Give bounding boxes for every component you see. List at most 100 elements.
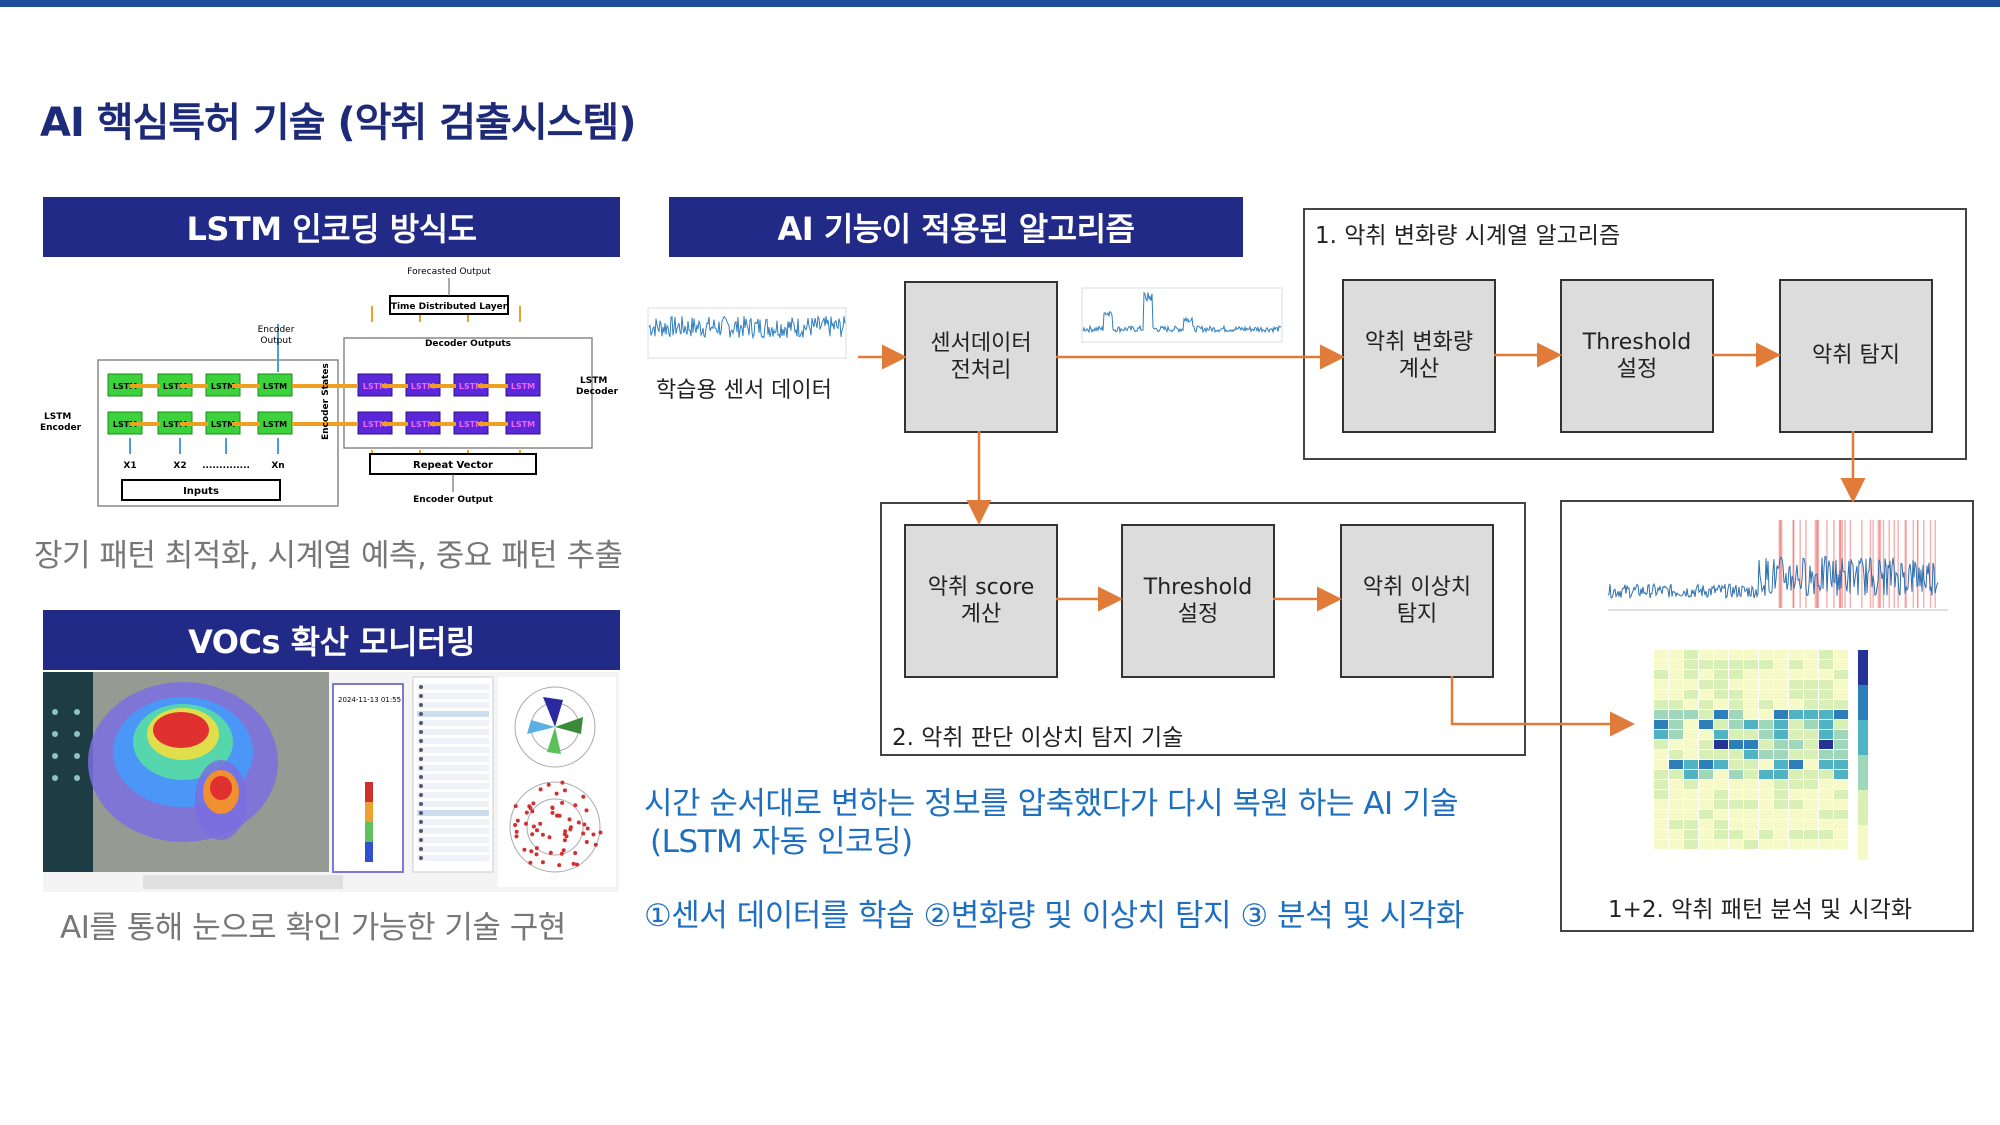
polar-scatter-point bbox=[559, 851, 564, 856]
heatmap-cell bbox=[1669, 830, 1683, 839]
polar-scatter-point bbox=[540, 832, 545, 837]
heatmap-cell bbox=[1819, 720, 1833, 729]
anomaly-band bbox=[1838, 520, 1841, 608]
polar-scatter-point bbox=[562, 838, 567, 843]
heatmap-cell bbox=[1714, 680, 1728, 689]
heatmap-cell bbox=[1819, 770, 1833, 779]
heatmap-cell bbox=[1699, 730, 1713, 739]
polar-scatter-point bbox=[546, 782, 551, 787]
polar-scatter-point bbox=[550, 805, 555, 810]
anomaly-band bbox=[1893, 520, 1896, 608]
heatmap-cell bbox=[1714, 720, 1728, 729]
heatmap-cell bbox=[1669, 700, 1683, 709]
heatmap-cell bbox=[1669, 670, 1683, 679]
heatmap-cell bbox=[1684, 760, 1698, 769]
heatmap-cell bbox=[1789, 720, 1803, 729]
inputs-label: Inputs bbox=[183, 486, 219, 497]
heatmap-cell bbox=[1744, 800, 1758, 809]
heatmap-cell bbox=[1714, 690, 1728, 699]
heatmap-cell bbox=[1819, 730, 1833, 739]
g1-box2-line2: 설정 bbox=[1616, 357, 1658, 382]
vocs-list-row-dot bbox=[419, 775, 423, 779]
lstm-decoder-label-2: Decoder bbox=[576, 387, 619, 397]
anomaly-band bbox=[1826, 520, 1828, 608]
heatmap-cell bbox=[1804, 760, 1818, 769]
vocs-list-row-dot bbox=[419, 694, 423, 698]
polar-scatter-point bbox=[557, 863, 562, 868]
heatmap-cell bbox=[1759, 710, 1773, 719]
anomaly-band bbox=[1872, 520, 1874, 608]
encoder-lstm-cell-label: LSTM bbox=[113, 382, 137, 391]
vocs-list-row bbox=[417, 774, 489, 780]
heatmap-cell bbox=[1774, 760, 1788, 769]
heatmap-cell bbox=[1834, 650, 1848, 659]
heatmap-cell bbox=[1759, 760, 1773, 769]
heatmap-cell bbox=[1804, 830, 1818, 839]
anomaly-band bbox=[1799, 520, 1801, 608]
heatmap-cell bbox=[1744, 750, 1758, 759]
heatmap-cell bbox=[1729, 700, 1743, 709]
g2-box1-line2: 계산 bbox=[960, 602, 1002, 627]
heatmap-cell bbox=[1714, 760, 1728, 769]
heatmap-cell bbox=[1819, 820, 1833, 829]
lstm-caption: 장기 패턴 최적화, 시계열 예측, 중요 패턴 추출 bbox=[34, 538, 623, 574]
polar-scatter-point bbox=[524, 810, 529, 815]
heatmap-cell bbox=[1699, 830, 1713, 839]
heatmap-cell bbox=[1729, 800, 1743, 809]
heatmap-cell bbox=[1774, 810, 1788, 819]
heatmap-cell bbox=[1774, 800, 1788, 809]
heatmap-cell bbox=[1654, 720, 1668, 729]
heatmap-cell bbox=[1759, 650, 1773, 659]
group1-title: 1. 악취 변화량 시계열 알고리즘 bbox=[1315, 223, 1621, 249]
heatmap-cell bbox=[1714, 840, 1728, 849]
heatmap-cell bbox=[1684, 830, 1698, 839]
heatmap-cell bbox=[1699, 760, 1713, 769]
heatmap-cell bbox=[1669, 720, 1683, 729]
heatmap-cell bbox=[1759, 680, 1773, 689]
heatmap-cell bbox=[1699, 710, 1713, 719]
heatmap-cell bbox=[1789, 670, 1803, 679]
heatmap-cell bbox=[1714, 670, 1728, 679]
decoder-lstm-cell-label: LSTM bbox=[363, 420, 387, 429]
heatmap-cell bbox=[1714, 750, 1728, 759]
vocs-list-row bbox=[417, 720, 489, 726]
heatmap-cell bbox=[1819, 840, 1833, 849]
heatmap-cell bbox=[1774, 650, 1788, 659]
polar-scatter-point bbox=[562, 832, 567, 837]
anomaly-band bbox=[1816, 520, 1818, 608]
heatmap-cell bbox=[1834, 820, 1848, 829]
heatmap-cell bbox=[1669, 690, 1683, 699]
heatmap-cell bbox=[1774, 720, 1788, 729]
lstm-encoder-label: LSTM bbox=[44, 412, 71, 422]
heatmap-cell bbox=[1819, 670, 1833, 679]
heatmap-cell bbox=[1759, 720, 1773, 729]
decoder-lstm-cell-label: LSTM bbox=[411, 382, 435, 391]
heatmap-colorbar-segment bbox=[1858, 720, 1868, 755]
input-x-label: X1 bbox=[123, 461, 136, 471]
heatmap-colorbar-segment bbox=[1858, 650, 1868, 685]
vocs-banner: VOCs 확산 모니터링 bbox=[43, 610, 620, 670]
encoder-states-label: Encoder States bbox=[321, 363, 331, 440]
encoder-lstm-cell-label: LSTM bbox=[263, 382, 287, 391]
heatmap-cell bbox=[1654, 760, 1668, 769]
heatmap-cell bbox=[1684, 770, 1698, 779]
heatmap-cell bbox=[1684, 810, 1698, 819]
heatmap-cell bbox=[1654, 660, 1668, 669]
heatmap-cell bbox=[1729, 690, 1743, 699]
heatmap-cell bbox=[1714, 710, 1728, 719]
heatmap-cell bbox=[1684, 660, 1698, 669]
heatmap-cell bbox=[1774, 700, 1788, 709]
heatmap-cell bbox=[1684, 680, 1698, 689]
polar-scatter-point bbox=[530, 832, 535, 837]
heatmap-cell bbox=[1759, 790, 1773, 799]
vocs-caption: AI를 통해 눈으로 확인 가능한 기술 구현 bbox=[60, 910, 566, 946]
heatmap-cell bbox=[1789, 830, 1803, 839]
polar-scatter-point bbox=[560, 780, 565, 785]
vocs-list-row bbox=[417, 702, 489, 708]
heatmap-cell bbox=[1819, 740, 1833, 749]
heatmap-cell bbox=[1774, 780, 1788, 789]
heatmap-cell bbox=[1684, 820, 1698, 829]
sensor-signal-line bbox=[648, 315, 846, 340]
heatmap-cell bbox=[1819, 780, 1833, 789]
heatmap-cell bbox=[1714, 830, 1728, 839]
